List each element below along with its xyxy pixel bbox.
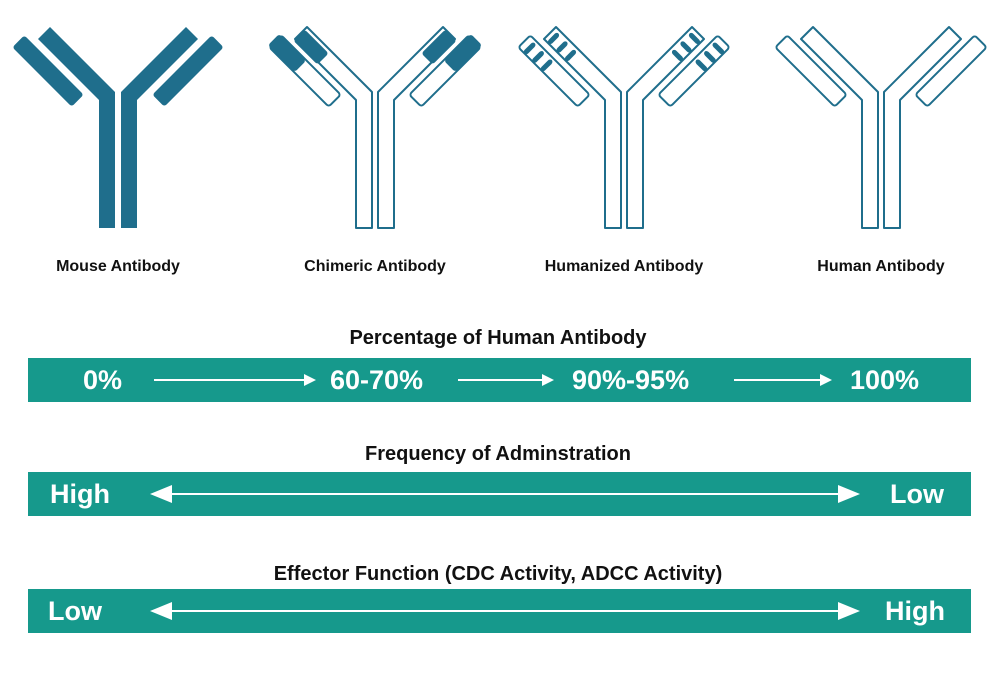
effector-title: Effector Function (CDC Activity, ADCC Ac…	[273, 563, 723, 585]
percentage-value-1: 60-70%	[330, 365, 424, 395]
percentage-value-0: 0%	[83, 365, 123, 395]
percentage-value-3: 100%	[850, 365, 920, 395]
percentage-value-2: 90%-95%	[572, 365, 690, 395]
percentage-arrows	[154, 374, 832, 386]
human-antibody-icon	[775, 26, 987, 229]
chimeric-antibody-icon	[269, 26, 481, 229]
effector-left-label: Low	[48, 596, 102, 626]
mouse-antibody-icon	[13, 27, 223, 228]
frequency-right-label: Low	[890, 479, 944, 509]
humanized-antibody-icon	[518, 26, 730, 229]
percentage-band: 0% 60-70% 90%-95% 100%	[28, 358, 971, 402]
arrow-right-icon	[734, 374, 832, 386]
arrow-right-icon	[154, 374, 316, 386]
percentage-title: Percentage of Human Antibody	[349, 327, 647, 349]
double-arrow-icon	[150, 602, 860, 620]
antibody-illustrations	[13, 26, 987, 229]
effector-band: Low High	[28, 589, 971, 633]
human-antibody-label: Human Antibody	[817, 258, 945, 275]
mouse-antibody-label: Mouse Antibody	[56, 258, 180, 275]
double-arrow-icon	[150, 485, 860, 503]
effector-right-label: High	[885, 596, 945, 626]
frequency-band: High Low	[28, 472, 971, 516]
frequency-left-label: High	[50, 479, 110, 509]
chimeric-antibody-label: Chimeric Antibody	[304, 258, 446, 275]
frequency-title: Frequency of Adminstration	[365, 443, 631, 465]
arrow-right-icon	[458, 374, 554, 386]
humanized-antibody-label: Humanized Antibody	[544, 258, 704, 275]
